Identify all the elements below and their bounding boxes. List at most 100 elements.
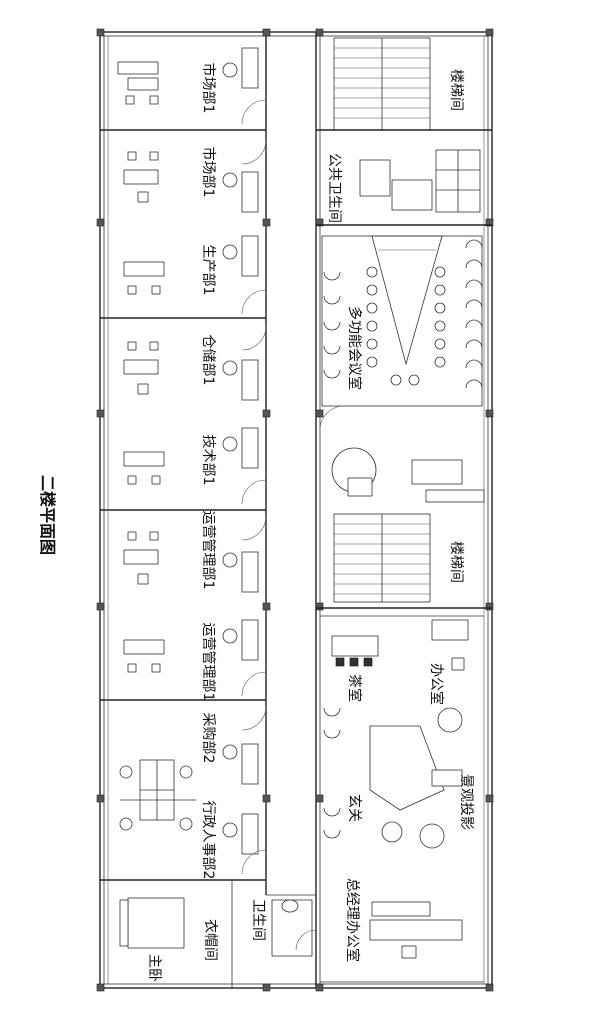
label-market1-b: 市场部1: [200, 147, 217, 198]
chair: [125, 95, 135, 105]
label-admin-hr: 行政人事部2: [200, 801, 216, 880]
column: [315, 602, 324, 611]
column: [485, 218, 494, 227]
column: [262, 983, 271, 992]
door-swing: [241, 325, 267, 351]
plan-title-text: 二楼平面图: [38, 475, 57, 555]
gm-chair: [401, 945, 417, 959]
column: [485, 409, 494, 418]
tea-chair: [335, 657, 345, 667]
chair: [119, 817, 133, 831]
chair: [222, 744, 238, 760]
tea-chair: [349, 657, 359, 667]
entrance-feature: [369, 725, 445, 811]
gm-desk: [369, 919, 463, 941]
chair: [151, 475, 161, 485]
chair: [119, 765, 133, 779]
toilet: [281, 899, 299, 913]
chair: [127, 285, 137, 295]
bed-headboard: [119, 899, 129, 947]
chair: [149, 95, 159, 105]
office-chair: [451, 657, 465, 671]
chair: [222, 552, 238, 568]
chair: [222, 360, 238, 376]
column: [96, 409, 105, 418]
door-swing: [241, 139, 267, 165]
column: [485, 28, 494, 37]
workstations: [117, 61, 196, 949]
cabinet: [241, 47, 259, 89]
column: [262, 28, 271, 37]
door-swing: [241, 849, 267, 875]
label-ops1: 运营管理部1: [200, 511, 216, 590]
chair: [222, 822, 238, 838]
column: [315, 794, 324, 803]
tea-chair: [363, 657, 373, 667]
chair: [222, 244, 238, 260]
door-swing: [241, 479, 267, 505]
chair: [137, 383, 149, 395]
desk: [123, 359, 159, 375]
chair: [137, 573, 149, 585]
desk: [123, 261, 165, 277]
stair-mid-treads: [334, 514, 430, 602]
chair: [179, 765, 193, 779]
label-landscape: 景观投影: [458, 774, 474, 830]
armchair: [347, 477, 373, 497]
cabinet: [241, 813, 259, 855]
plant: [419, 823, 445, 849]
gm-cabinet: [371, 901, 431, 917]
column: [315, 218, 324, 227]
meeting-wall-seats: [323, 239, 483, 389]
left-partitions: [100, 36, 485, 988]
column: [96, 28, 105, 37]
cabinet: [241, 743, 259, 785]
stair-top-treads: [334, 38, 430, 130]
tea-table: [331, 635, 379, 657]
label-stair-mid: 楼梯间: [448, 541, 464, 583]
cabinet: [241, 551, 259, 593]
label-office: 办公室: [428, 663, 445, 705]
entrance-wall-seats: [323, 707, 341, 839]
corridor-side-seats: [222, 47, 259, 855]
chair: [222, 62, 238, 78]
column: [262, 602, 271, 611]
chair: [149, 531, 159, 541]
door-swing: [295, 929, 317, 951]
label-gm-office: 总经理办公室: [344, 878, 361, 962]
label-public-wc: 公共卫生间: [326, 153, 342, 223]
label-cloakroom: 衣帽间: [202, 919, 218, 961]
chair: [127, 341, 137, 351]
label-warehouse: 仓储部1: [200, 335, 216, 386]
label-stair-top: 楼梯间: [448, 69, 464, 111]
chair: [149, 151, 159, 161]
column: [485, 794, 494, 803]
office-desk: [431, 619, 469, 641]
door-swing: [241, 671, 267, 697]
chair: [137, 191, 149, 203]
column: [485, 983, 494, 992]
column: [262, 794, 271, 803]
column: [315, 28, 324, 37]
label-ops2: 运营管理部1: [200, 623, 216, 702]
door-swing: [241, 289, 267, 315]
desk: [127, 77, 159, 91]
chair: [149, 341, 159, 351]
door-swing: [241, 515, 267, 541]
wc-sink: [359, 159, 391, 197]
desk: [123, 549, 159, 565]
plant: [381, 821, 403, 843]
cabinet: [241, 359, 259, 401]
label-bathroom: 卫生间: [250, 899, 266, 941]
chair: [127, 151, 137, 161]
column: [96, 602, 105, 611]
chair: [127, 663, 137, 673]
room-labels: 市场部1 市场部1 生产部1 仓储部1 技术部1 运营管理部1 运营管理部1 采…: [146, 63, 474, 982]
desk: [117, 61, 159, 75]
meeting-table: [371, 235, 443, 366]
label-tea-room: 茶室: [346, 674, 363, 702]
wc-stall-lower: [391, 179, 433, 211]
column: [315, 983, 324, 992]
door-swing: [241, 705, 267, 731]
